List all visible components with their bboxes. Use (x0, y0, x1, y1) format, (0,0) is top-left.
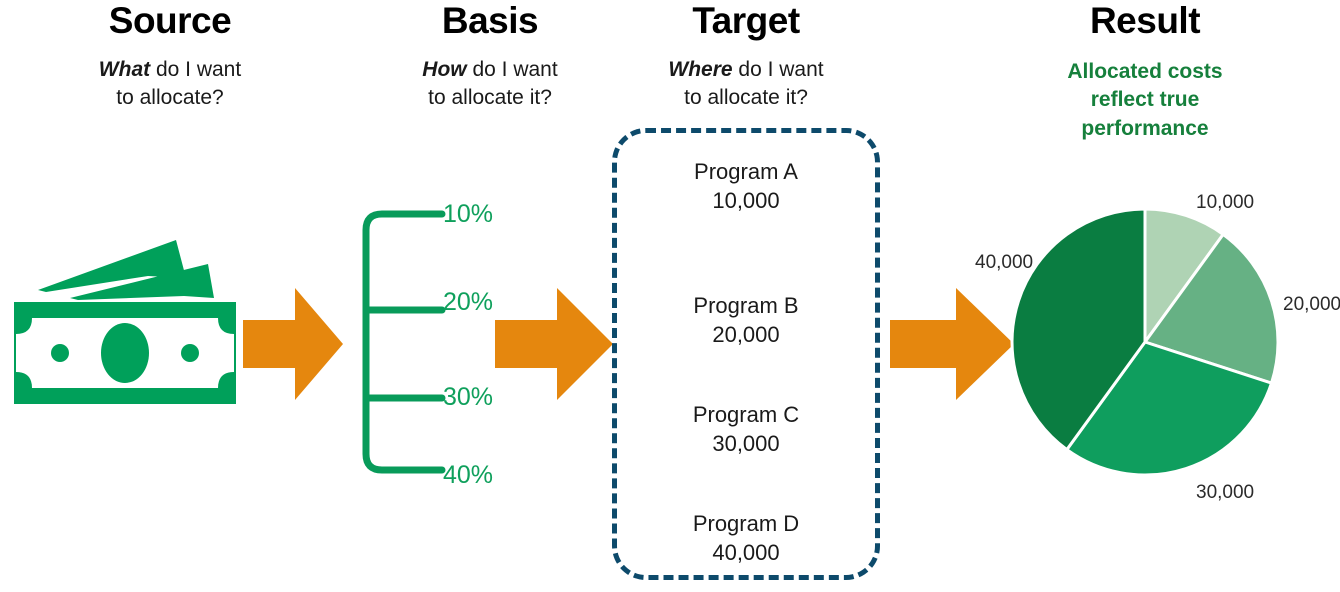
column-title-basis: Basis (441, 0, 539, 41)
arrow-right-icon-source-to-basis (243, 288, 343, 400)
basis-question-lead: How (422, 58, 467, 81)
column-subtitle-basis: How do I want to allocate it? (340, 56, 640, 111)
result-summary-line3: performance (1081, 116, 1209, 140)
program-d-name: Program D (692, 511, 800, 536)
source-question-lead: What (98, 58, 151, 81)
money-bills-icon (14, 240, 236, 404)
result-summary-line1: Allocated costs (1067, 60, 1223, 83)
allocation-bracket (362, 210, 446, 474)
basis-question-line2: to allocate it? (428, 85, 552, 109)
column-subtitle-source: What do I want to allocate? (0, 56, 340, 111)
target-question-lead: Where (668, 58, 733, 81)
column-title-source: Source (108, 0, 232, 41)
basis-percentage-2: 20% (443, 288, 494, 316)
arrow-right-icon-target-to-result (890, 288, 1014, 400)
column-title-target: Target (692, 0, 800, 41)
program-b-name: Program B (693, 293, 799, 318)
basis-percentage-3: 30% (443, 383, 494, 411)
column-subtitle-target: Where do I want to allocate it? (606, 56, 886, 111)
pie-label-10000: 10,000 (1196, 192, 1255, 213)
pie-slice-40000 (1010, 207, 1147, 452)
pie-label-30000: 30,000 (1196, 482, 1255, 503)
program-item-c: Program C 30,000 (617, 400, 875, 459)
program-b-amount: 20,000 (712, 322, 780, 348)
program-item-b: Program B 20,000 (617, 291, 875, 350)
program-a-amount: 10,000 (712, 188, 780, 214)
pie-slice-10000 (1143, 207, 1226, 347)
program-c-name: Program C (692, 402, 800, 427)
program-item-a: Program A 10,000 (617, 157, 875, 216)
target-question-line2: to allocate it? (684, 85, 808, 109)
basis-percentage-1: 10% (443, 200, 494, 228)
allocation-pie-chart (1010, 207, 1280, 477)
source-question-line2: to allocate? (116, 85, 224, 109)
column-subtitle-result: Allocated costs reflect true performance (1010, 58, 1280, 143)
pie-slice-20000 (1142, 232, 1280, 385)
arrow-right-icon-basis-to-target (495, 288, 613, 400)
pie-label-20000: 20,000 (1283, 294, 1340, 315)
target-programs-box: Program A 10,000 Program B 20,000 Progra… (612, 128, 880, 580)
pie-label-40000: 40,000 (975, 252, 1034, 273)
target-question-rest: do I want (732, 58, 824, 81)
basis-percentage-4: 40% (443, 461, 494, 489)
column-title-result: Result (1089, 0, 1201, 41)
program-a-name: Program A (694, 159, 798, 184)
program-d-amount: 40,000 (712, 540, 780, 566)
source-question-rest: do I want (150, 58, 242, 81)
program-c-amount: 30,000 (712, 431, 780, 457)
pie-svg (1010, 207, 1280, 477)
pie-slice-30000 (1064, 340, 1274, 477)
basis-question-rest: do I want (466, 58, 558, 81)
result-summary-line2: reflect true (1090, 88, 1200, 112)
program-item-d: Program D 40,000 (617, 509, 875, 568)
